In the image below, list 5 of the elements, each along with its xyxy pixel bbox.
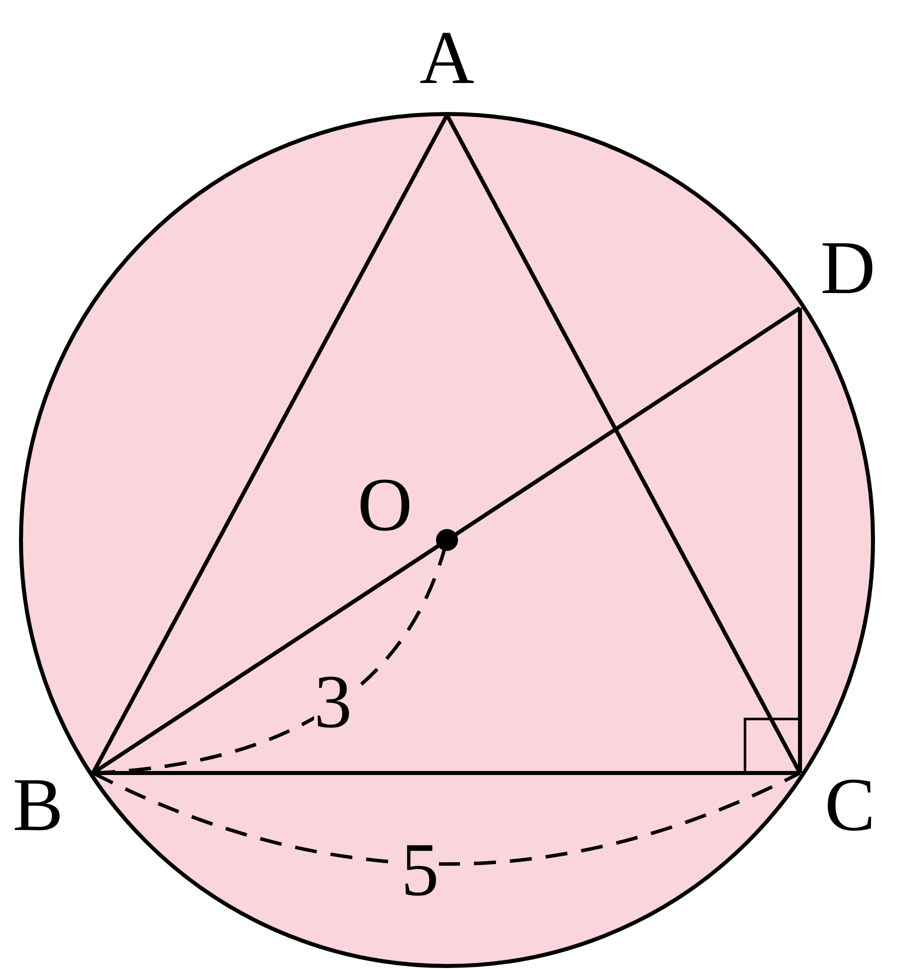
point-label: B: [12, 767, 64, 843]
point-label: C: [824, 767, 876, 843]
point-label: D: [820, 230, 876, 306]
point-label: O: [358, 467, 412, 543]
point-label: A: [420, 20, 474, 96]
